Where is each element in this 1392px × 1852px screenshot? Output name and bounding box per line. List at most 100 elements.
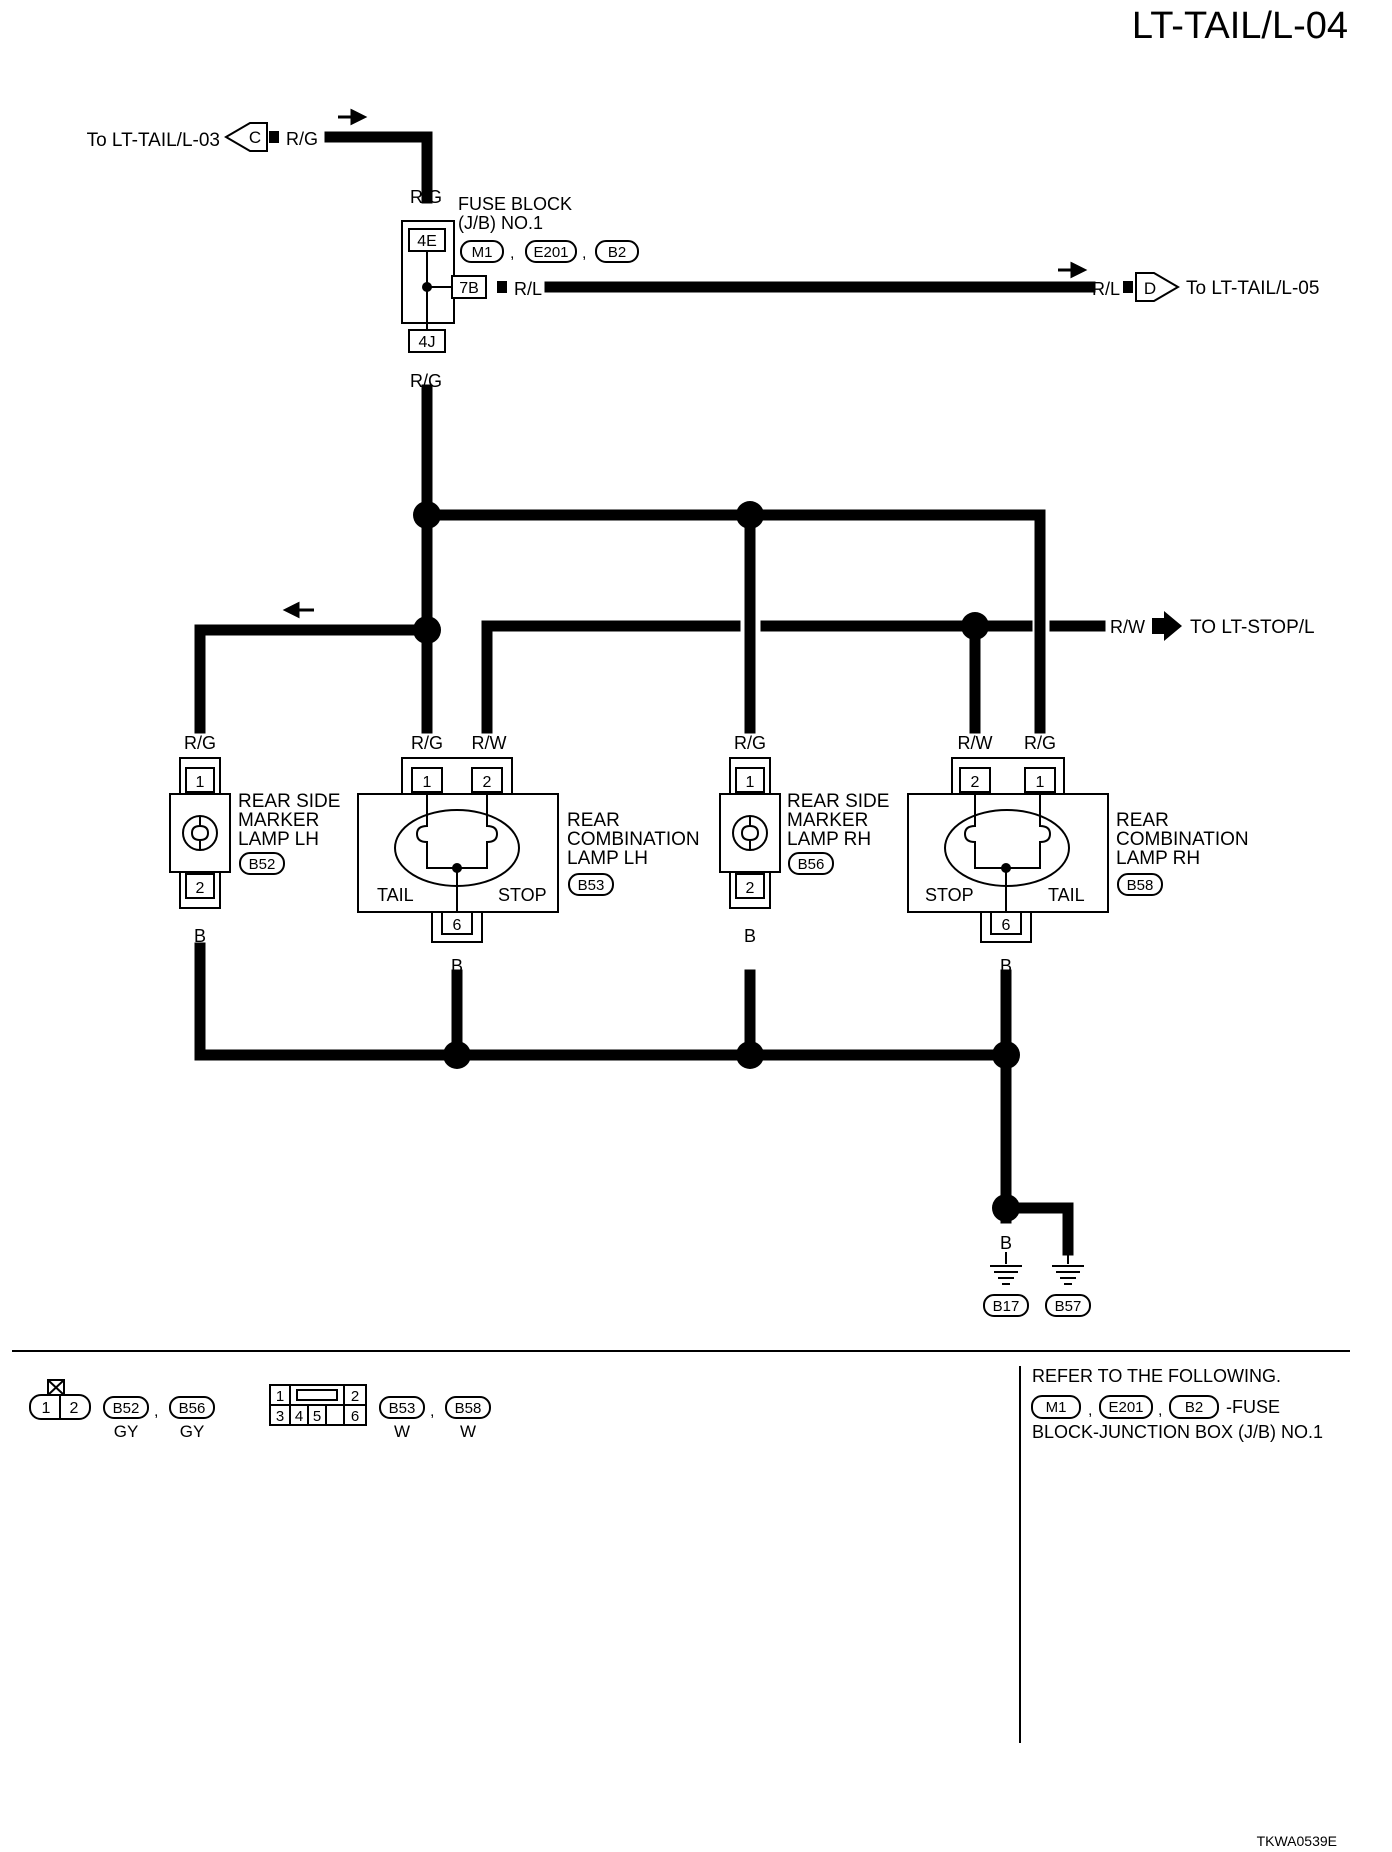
- fuse-block-title: FUSE BLOCK: [458, 194, 572, 214]
- connector-id: B52: [113, 1400, 140, 1417]
- wire-label-b: B: [744, 926, 756, 946]
- pin-box: [990, 911, 1022, 935]
- wire-label-b: B: [194, 926, 206, 946]
- doc-code: TKWA0539E: [1257, 1833, 1337, 1849]
- rear-side-marker-lamp-lh[interactable]: R/G 1 2 B REAR SIDE MARKER LAMP LH B52: [169, 733, 340, 946]
- tail-label: TAIL: [377, 885, 414, 905]
- rear-combination-lamp-lh[interactable]: R/G R/W 1 2 TAIL STOP 6 B REAR COMBINATI…: [357, 733, 700, 976]
- connector-id: M1: [1046, 1399, 1067, 1416]
- connector-oval: [983, 1294, 1029, 1317]
- offpage-from-arrow-icon: [224, 122, 268, 152]
- arrow-right-icon: [1058, 261, 1088, 279]
- offpage-to[interactable]: R/L D To LT-TAIL/L-05: [1092, 272, 1319, 302]
- pin-2: 2: [483, 774, 492, 791]
- connector-oval: [1099, 1395, 1153, 1419]
- wire-label-rg: R/G: [286, 129, 318, 149]
- lamp-label-line1: REAR: [567, 810, 620, 831]
- pin-box: [185, 767, 215, 793]
- splice: [992, 1194, 1020, 1222]
- connector-oval: [103, 1396, 149, 1419]
- connector-oval: [568, 873, 614, 896]
- filament-junction: [452, 863, 462, 873]
- comma: ,: [1158, 1402, 1162, 1419]
- connector-id: B2: [608, 244, 626, 261]
- connector-oval: [1117, 873, 1163, 896]
- offpage-from-id: C: [249, 128, 261, 147]
- rear-side-marker-lamp-rh[interactable]: R/G 1 2 B REAR SIDE MARKER LAMP RH B56: [719, 733, 889, 946]
- connector-id: B2: [1185, 1399, 1203, 1416]
- offpage-to-id: D: [1144, 279, 1156, 298]
- lamp-label-line2: MARKER: [238, 810, 319, 831]
- page-title: LT-TAIL/L-04: [1132, 5, 1348, 47]
- arrow-right-icon: [1152, 611, 1182, 641]
- wire-label-rw: R/W: [958, 733, 993, 753]
- legend-six-pin-connector: 1 2 3 4 5 6 B53 , B58 W W: [269, 1384, 491, 1441]
- stop-label: STOP: [925, 885, 974, 905]
- splice: [961, 612, 989, 640]
- pin-box: [471, 767, 503, 793]
- connector-oval: [445, 1396, 491, 1419]
- pin-box: [735, 873, 765, 899]
- fuse-pin-box: [451, 275, 487, 299]
- fuse-pin-out: 7B: [459, 280, 479, 297]
- pin-2: 2: [196, 880, 205, 897]
- connector-oval: [1045, 1294, 1091, 1317]
- legend-pin: 2: [351, 1388, 359, 1405]
- wire-upper-bus: [421, 509, 1046, 734]
- wire-b-ground-bus: [194, 942, 1012, 1224]
- stop-label: STOP: [498, 885, 547, 905]
- connector-id: B53: [578, 877, 605, 894]
- ground-id: B17: [993, 1298, 1020, 1315]
- connector-id: B56: [179, 1400, 206, 1417]
- offpage-to-label: To LT-TAIL/L-05: [1186, 278, 1319, 299]
- connector-color: GY: [114, 1422, 139, 1441]
- connector-oval: [1031, 1395, 1081, 1419]
- lamp-label-line2: COMBINATION: [1116, 829, 1249, 850]
- offpage-from[interactable]: To LT-TAIL/L-03 C R/G: [87, 122, 318, 152]
- comma: ,: [430, 1403, 434, 1420]
- terminal-square: [269, 131, 279, 143]
- wire-label-rl: R/L: [514, 279, 542, 299]
- connector-oval: [788, 852, 834, 875]
- fuse-pin-down: 4J: [419, 334, 436, 351]
- rear-combination-lamp-rh[interactable]: R/W R/G 2 1 STOP TAIL 6 B REAR COMBINATI…: [907, 733, 1249, 976]
- wires: [194, 131, 1106, 1256]
- offpage-from-label: To LT-TAIL/L-03: [87, 130, 220, 151]
- arrow-left-icon: [282, 601, 314, 619]
- connector-color: GY: [180, 1422, 205, 1441]
- comma: ,: [582, 245, 586, 262]
- connector-oval: [239, 852, 285, 875]
- lamp-label-line1: REAR SIDE: [787, 791, 889, 812]
- pin-box: [735, 767, 765, 793]
- fuse-block-subtitle: (J/B) NO.1: [458, 213, 543, 233]
- ground-b57[interactable]: B B57: [1045, 1233, 1091, 1317]
- comma: ,: [1088, 1402, 1092, 1419]
- offpage-stop-label: TO LT-STOP/L: [1190, 617, 1315, 638]
- pin-box: [959, 767, 991, 793]
- tail-label: TAIL: [1048, 885, 1085, 905]
- pin-box: [185, 873, 215, 899]
- wire-b-to-b57: [1000, 1202, 1074, 1256]
- wire-label-rg: R/G: [734, 733, 766, 753]
- connector-oval: [1169, 1395, 1219, 1419]
- offpage-to-arrow-icon: [1135, 272, 1180, 302]
- wire-rg-input: [324, 131, 433, 204]
- connector-oval: [595, 240, 639, 263]
- arrow-right-icon: [338, 108, 368, 126]
- wire-label-b: B: [1000, 956, 1012, 976]
- comma: ,: [510, 245, 514, 262]
- comma: ,: [154, 1403, 158, 1420]
- pin-box: [411, 767, 443, 793]
- legend-refer: REFER TO THE FOLLOWING. M1 , E201 , B2 -…: [1031, 1366, 1323, 1442]
- lamp-label-line2: COMBINATION: [567, 829, 700, 850]
- lamp-label-line3: LAMP RH: [1116, 848, 1200, 869]
- offpage-stop[interactable]: R/W TO LT-STOP/L: [1110, 611, 1315, 641]
- fuse-block[interactable]: R/G FUSE BLOCK (J/B) NO.1 4E 7B 4J R/L R…: [401, 187, 639, 391]
- lamp-body: [169, 793, 231, 873]
- ground-b17[interactable]: B B17: [983, 1233, 1029, 1317]
- current-arrows: [282, 108, 1088, 619]
- pin-1: 1: [746, 774, 755, 791]
- legend-pin: 2: [70, 1400, 79, 1417]
- wire-rw-a: [481, 620, 741, 734]
- wire-rg-marker-lh: [194, 624, 433, 734]
